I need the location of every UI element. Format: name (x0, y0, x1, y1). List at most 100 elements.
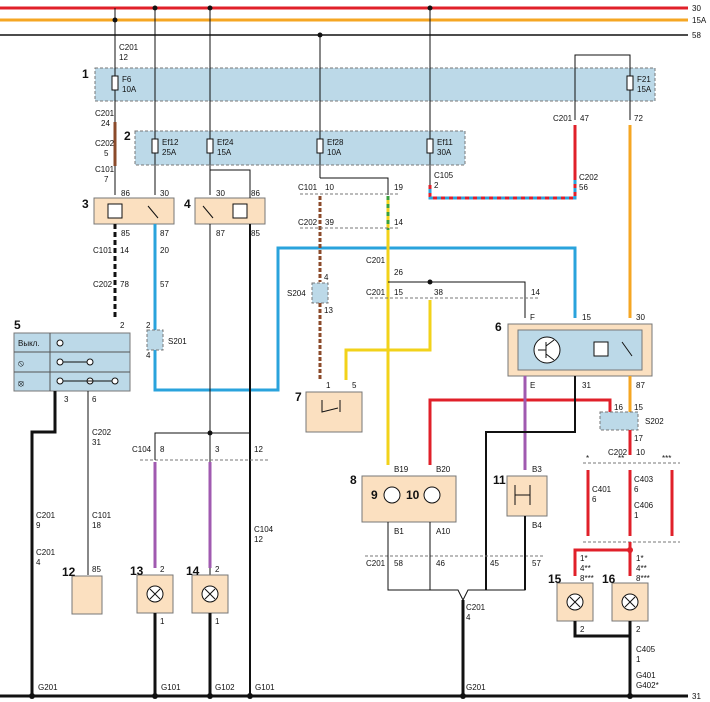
conn-c405: C405 (636, 645, 656, 654)
conn-c202: C202 (298, 218, 318, 227)
pin: 1 (636, 655, 641, 664)
pin: 2 (215, 565, 220, 574)
conn-c104: C104 (132, 445, 152, 454)
fuse-ef11 (426, 138, 434, 154)
pin: 4** (636, 564, 647, 573)
pin: 57 (160, 280, 169, 289)
pin: 1 (215, 617, 220, 626)
pin: 4 (36, 558, 41, 567)
wire-yellow (344, 300, 432, 380)
ground-g101: G101 (255, 683, 275, 692)
switch-contact (56, 339, 64, 347)
ground-g201: G201 (466, 683, 486, 692)
pin: 10 (636, 448, 645, 457)
fuse-ef12-label: Ef12 (162, 138, 179, 147)
pin: 1* (580, 554, 588, 563)
switch-7 (305, 391, 363, 433)
pin: 3 (64, 395, 69, 404)
block-15-label: 15 (548, 572, 562, 586)
pin: 56 (579, 183, 588, 192)
ground-g201: G201 (38, 683, 58, 692)
junction (627, 547, 633, 553)
pin: 46 (436, 559, 445, 568)
pin: 30 (636, 313, 645, 322)
switch-contact (86, 358, 94, 366)
bus-15a-label: 15A (692, 16, 707, 25)
pin: 8*** (636, 574, 650, 583)
junction (627, 693, 633, 699)
pin: 87 (636, 381, 645, 390)
fuse-f6-rating: 10A (122, 85, 137, 94)
block-8-label: 8 (350, 473, 357, 487)
pin: 38 (434, 288, 443, 297)
switch-icon (514, 485, 531, 505)
block-14-label: 14 (186, 564, 200, 578)
transistor-icon (533, 336, 561, 364)
pin: 86 (121, 189, 130, 198)
switch-contact (56, 377, 64, 385)
wire (30, 391, 57, 696)
pin: B19 (394, 465, 409, 474)
switch-contact (56, 358, 64, 366)
fuse-f21-rating: 15A (637, 85, 652, 94)
ground-g102: G102 (215, 683, 235, 692)
fuse-ef28 (316, 138, 324, 154)
pin: 5 (104, 149, 109, 158)
relay-4-coil (232, 203, 248, 219)
variant-2: ** (618, 454, 624, 463)
pin: 45 (490, 559, 499, 568)
pin: 2 (636, 625, 641, 634)
block-13-label: 13 (130, 564, 144, 578)
fuse-ef12 (151, 138, 159, 154)
relay-3-coil (107, 203, 123, 219)
wire-red (573, 548, 632, 576)
pin: 87 (216, 229, 225, 238)
fuse-f6 (111, 75, 119, 91)
block-1-label: 1 (82, 67, 89, 81)
pin: 15 (582, 313, 591, 322)
block-2-label: 2 (124, 129, 131, 143)
pin: 7 (104, 175, 109, 184)
conn-c201: C201 (95, 109, 115, 118)
conn-c201: C201 (466, 603, 486, 612)
ground-g402: G402* (636, 681, 659, 690)
pin: 6 (592, 495, 597, 504)
pin: 86 (251, 189, 260, 198)
splice-s202 (599, 411, 639, 431)
fuse-ef11-rating: 30A (437, 148, 452, 157)
pin: 4 (324, 273, 329, 282)
conn-c105: C105 (434, 171, 454, 180)
fuse-f21 (626, 75, 634, 91)
pin: 10 (325, 183, 334, 192)
junction (427, 279, 433, 285)
conn-s202: S202 (645, 417, 664, 426)
pin: 47 (580, 114, 589, 123)
pin: 26 (394, 268, 403, 277)
wire (485, 376, 576, 590)
splice-s201 (146, 329, 164, 351)
pin: 12 (254, 535, 263, 544)
block-10-label: 10 (406, 488, 420, 502)
pin: 39 (325, 218, 334, 227)
pin: 2 (434, 181, 439, 190)
wire (154, 432, 250, 460)
pin: 4 (146, 351, 151, 360)
conn-c201: C201 (366, 559, 386, 568)
pin: 4 (466, 613, 471, 622)
junction (427, 5, 433, 11)
pin: 2 (160, 565, 165, 574)
conn-c201: C201 (366, 288, 386, 297)
fuse-f21-label: F21 (637, 75, 651, 84)
conn-c201: C201 (36, 511, 56, 520)
conn-c104: C104 (254, 525, 274, 534)
pin: 1 (634, 511, 639, 520)
junction (460, 693, 466, 699)
bus-30-label: 30 (692, 4, 701, 13)
bus-31-label: 31 (692, 692, 701, 701)
fuse-box-2 (134, 130, 466, 166)
wire-blue (153, 224, 577, 392)
pin: 15 (634, 403, 643, 412)
fuse-ef12-rating: 25A (162, 148, 177, 157)
wire (387, 516, 526, 602)
junction (247, 693, 253, 699)
